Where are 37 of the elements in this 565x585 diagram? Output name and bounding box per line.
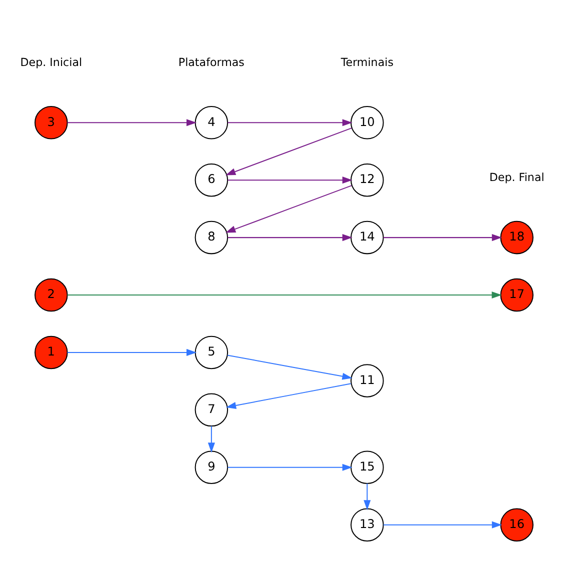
node-circle: 8 [194,220,228,254]
arrow [228,176,352,184]
node-circle: 2 [34,278,68,312]
arrow [226,382,351,408]
node-circle: 14 [350,220,384,254]
arrow [225,184,352,232]
node-circle: 15 [350,450,384,484]
node-circle: 4 [194,106,228,139]
arrow [67,118,197,126]
arrow [67,348,197,356]
node-circle: 18 [500,220,534,254]
node-circle: 17 [500,278,534,312]
node-circle: 7 [194,392,228,426]
label: Dep. Inicial [20,56,82,68]
node-circle: 1 [34,335,68,369]
node-circle: 3 [34,106,68,139]
arrow [228,463,352,470]
node-circle: 6 [194,162,228,196]
arrow [383,520,502,528]
label: Dep. Final [489,170,544,184]
node-circle: 13 [350,508,384,541]
arrow [227,354,352,380]
arrow [383,234,502,241]
label: Plataformas [178,56,244,68]
label: Terminais [340,56,394,68]
node-circle: 10 [350,106,384,139]
node-circle: 11 [350,364,384,397]
node-circle: 9 [194,450,228,484]
node-circle: 5 [194,335,228,369]
arrow [228,118,352,126]
arrow [225,127,352,175]
arrow [208,426,215,452]
arrow [228,234,352,241]
arrow [364,483,371,510]
node-circle: 12 [350,162,384,196]
arrow [67,290,502,298]
node-circle: 16 [500,508,534,541]
